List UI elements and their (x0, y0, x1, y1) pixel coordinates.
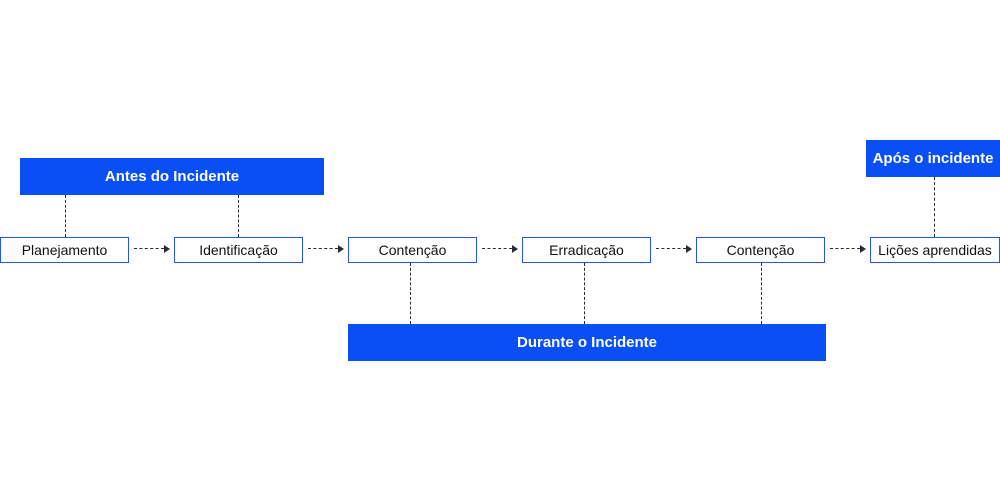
connector-before-planejamento (65, 195, 66, 237)
step-erradicacao: Erradicação (522, 237, 651, 263)
arrow-identificacao-contencao (308, 245, 344, 253)
phase-before-incident: Antes do Incidente (20, 158, 324, 195)
step-licoes-aprendidas: Lições aprendidas (870, 237, 1000, 263)
connector-during-contencao-2 (761, 263, 762, 324)
connector-during-erradicacao (584, 263, 585, 324)
phase-during-incident: Durante o Incidente (348, 324, 826, 361)
connector-after-licoes (934, 177, 935, 237)
arrow-contencao-erradicacao (482, 245, 518, 253)
phase-after-incident: Após o incidente (866, 140, 1000, 177)
arrow-erradicacao-contencao (656, 245, 692, 253)
connector-before-identificacao (238, 195, 239, 237)
step-identificacao: Identificação (174, 237, 303, 263)
connector-during-contencao-1 (410, 263, 411, 324)
step-contencao-1: Contenção (348, 237, 477, 263)
step-contencao-2: Contenção (696, 237, 825, 263)
arrow-contencao-licoes (830, 245, 866, 253)
arrow-planejamento-identificacao (134, 245, 170, 253)
step-planejamento: Planejamento (0, 237, 129, 263)
